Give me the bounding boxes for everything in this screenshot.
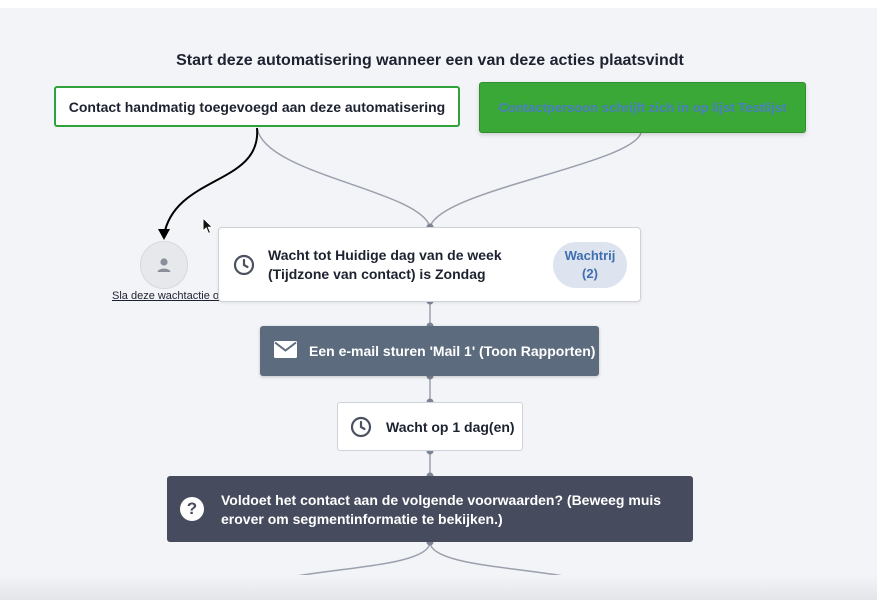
- bottom-fade: [0, 575, 877, 600]
- trigger-label: Contactpersoon schrijft zich in op lijst…: [498, 100, 787, 115]
- skip-wait-link[interactable]: Sla deze wachtactie over: [112, 290, 235, 302]
- trigger-label: Contact handmatig toegevoegd aan deze au…: [68, 98, 446, 115]
- wait-delay-label: Wacht op 1 dag(en): [386, 419, 515, 435]
- queue-badge[interactable]: Wachtrij (2): [553, 242, 627, 288]
- trigger-manual-add[interactable]: Contact handmatig toegevoegd aan deze au…: [54, 86, 460, 127]
- wait-until-line-2: (Tijdzone van contact) is Zondag: [268, 266, 486, 282]
- person-icon: [157, 258, 171, 272]
- clock-icon: [350, 416, 372, 438]
- wait-delay-node[interactable]: Wacht op 1 dag(en): [337, 402, 523, 451]
- send-email-node[interactable]: Een e-mail sturen 'Mail 1' (Toon Rapport…: [260, 326, 599, 376]
- connector-trigger-2: [429, 132, 642, 228]
- question-icon: ?: [180, 497, 204, 521]
- page-heading: Start deze automatisering wanneer een va…: [176, 52, 684, 69]
- queue-label: Wachtrij: [564, 248, 616, 263]
- mouse-cursor-icon: [202, 217, 214, 235]
- condition-line-2: erover om segmentinformatie te bekijken.…: [221, 511, 503, 527]
- condition-line-1: Voldoet het contact aan de volgende voor…: [221, 492, 662, 508]
- envelope-icon: [274, 341, 297, 358]
- queue-count: (2): [582, 266, 598, 281]
- wait-until-line-1: Wacht tot Huidige dag van de week: [268, 247, 502, 263]
- clock-icon: [233, 254, 255, 276]
- wait-until-text: Wacht tot Huidige dag van de week (Tijdz…: [268, 246, 568, 284]
- skip-wait-button[interactable]: [140, 241, 188, 289]
- skip-arrowhead: [158, 229, 170, 240]
- trigger-list-subscribe[interactable]: Contactpersoon schrijft zich in op lijst…: [479, 82, 806, 133]
- condition-node[interactable]: ? Voldoet het contact aan de volgende vo…: [167, 476, 693, 542]
- connector-trigger-1: [256, 127, 431, 228]
- condition-text: Voldoet het contact aan de volgende voor…: [221, 491, 671, 529]
- send-email-label: Een e-mail sturen 'Mail 1' (Toon Rapport…: [309, 343, 596, 359]
- wait-until-node[interactable]: Wacht tot Huidige dag van de week (Tijdz…: [218, 227, 641, 302]
- top-bar: [0, 0, 877, 8]
